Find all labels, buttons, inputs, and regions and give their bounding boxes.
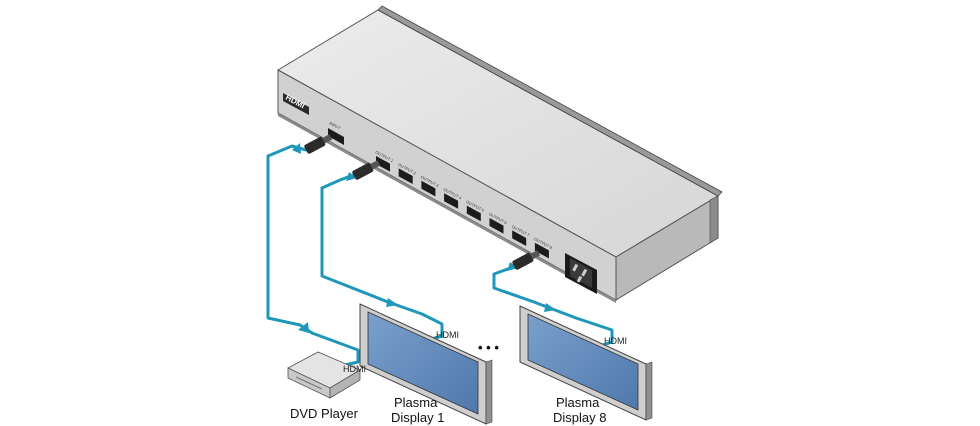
- arrow-display1-in: [386, 298, 398, 307]
- cable-dvd-to-input: [266, 144, 360, 368]
- connector-plugs: [304, 134, 541, 270]
- display-1-label-line1: Plasma: [394, 395, 438, 410]
- chassis-right-flange: [709, 195, 719, 244]
- output-port-7-socket[interactable]: [512, 230, 527, 246]
- cables: [266, 143, 614, 368]
- dvd-player: [287, 351, 361, 399]
- output-port-2-socket[interactable]: [398, 168, 413, 184]
- output-port-6-socket[interactable]: [489, 218, 504, 234]
- output-port-8-socket[interactable]: [534, 242, 549, 259]
- plug-output-1: [352, 160, 381, 180]
- hdmi-label-display-8: HDMI: [604, 336, 627, 346]
- hdmi-label-display-1: HDMI: [436, 330, 459, 340]
- display-8-label-line1: Plasma: [556, 395, 600, 410]
- output-port-4-socket[interactable]: [444, 193, 459, 209]
- hdmi-label-dvd: HDMI: [343, 364, 366, 374]
- display-8-screen: [527, 313, 639, 411]
- input-port-label: INPUT: [329, 120, 342, 130]
- display-1-side: [485, 359, 493, 425]
- display-8-label-line2: Display 8: [553, 410, 606, 425]
- plug-input: [304, 134, 333, 154]
- dvd-player-label: DVD Player: [290, 406, 359, 421]
- arrow-dvd-up: [298, 322, 309, 333]
- arrow-output8-out: [507, 262, 518, 271]
- ellipsis-dots: • • •: [478, 340, 499, 355]
- display-1-label-line2: Display 1: [391, 410, 444, 425]
- arrow-display8-in: [544, 303, 556, 312]
- output-port-3-socket[interactable]: [421, 180, 436, 197]
- plasma-display-8: [519, 305, 653, 421]
- chassis-rear-rim: [377, 5, 723, 197]
- arrow-input-in: [292, 143, 301, 154]
- input-port[interactable]: INPUT: [328, 120, 344, 145]
- arrow-output1-out: [346, 172, 357, 181]
- output-port-1-socket[interactable]: [376, 156, 390, 172]
- plug-output-8: [512, 250, 541, 270]
- display-1-screen: [367, 311, 479, 415]
- labels: HDMI HDMI HDMI • • • DVD Player Plasma D…: [290, 330, 627, 425]
- dvd-player-side: [329, 369, 361, 399]
- power-socket[interactable]: [565, 253, 597, 294]
- output-port-5-socket[interactable]: [466, 205, 481, 222]
- display-8-side: [645, 361, 653, 421]
- plasma-display-1: [359, 303, 493, 425]
